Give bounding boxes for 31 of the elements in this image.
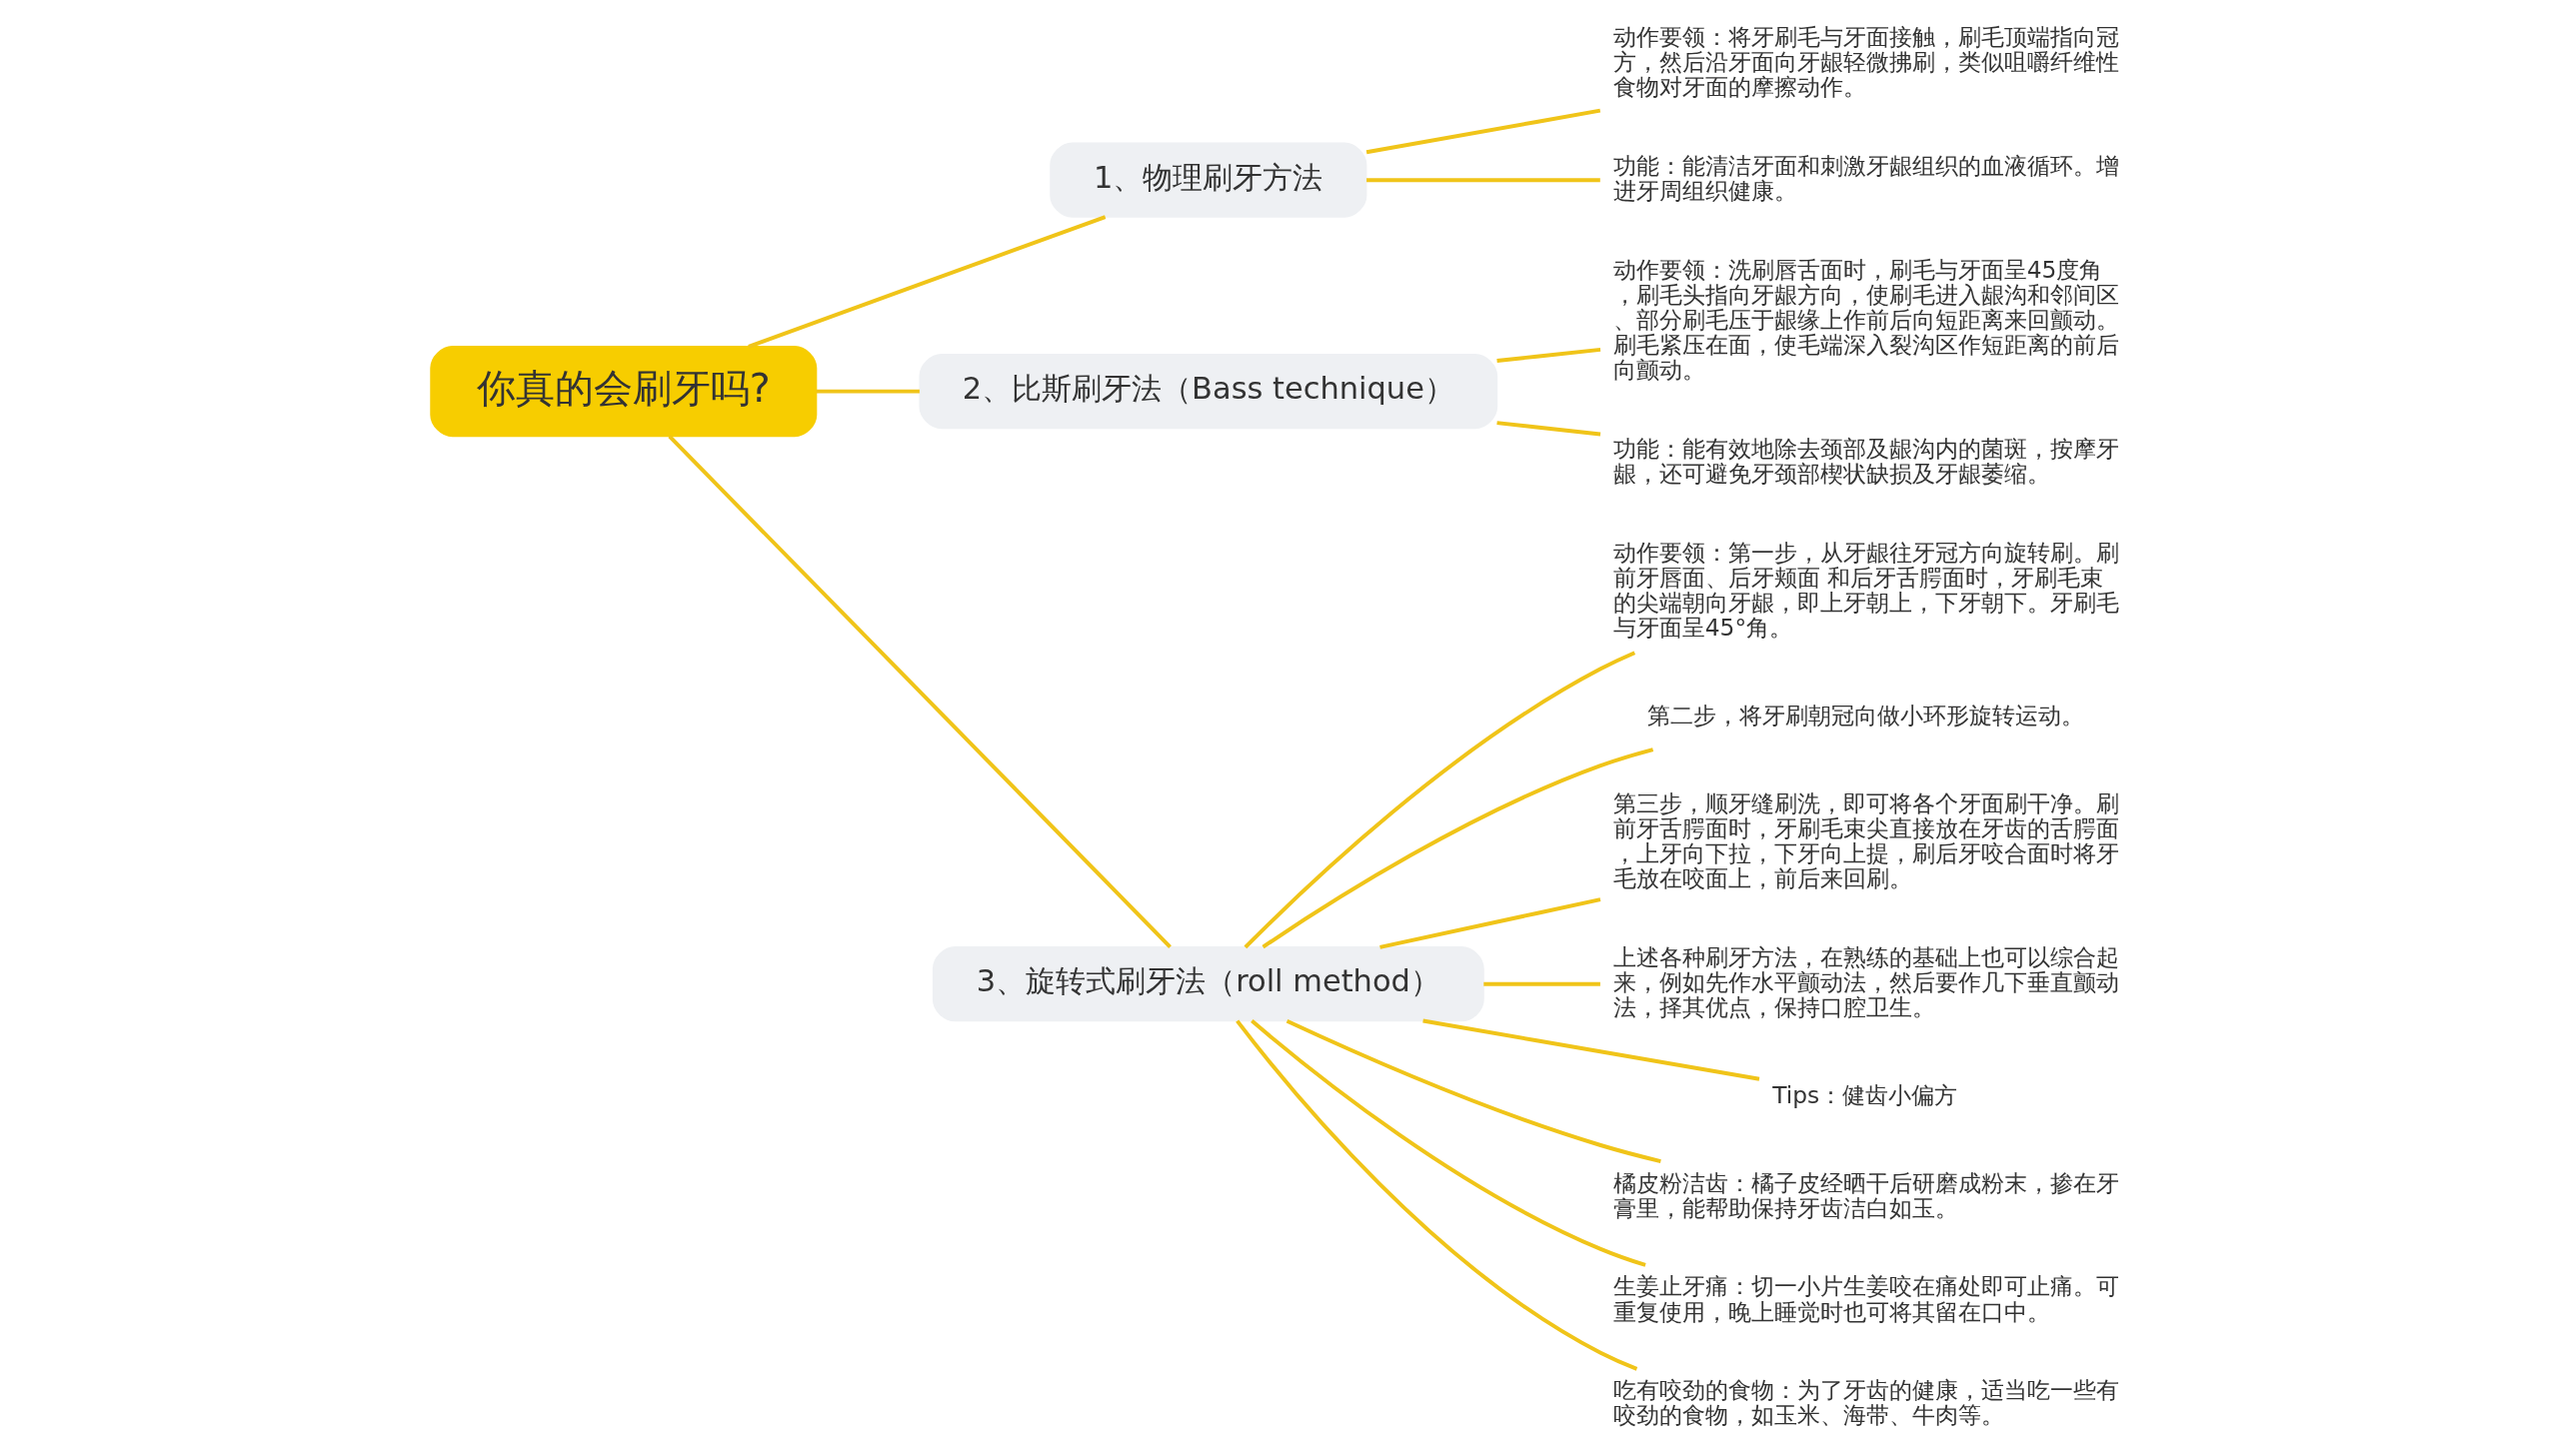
- node-text: 动作要领：第一步，从牙龈往牙冠方向旋转刷。刷前牙唇面、后牙颊面 和后牙舌腭面时，牙刷毛束的尖端朝向牙龈，即上牙朝上，下牙朝下。牙刷毛与牙面呈45°角。: [1612, 538, 2119, 642]
- node-text: 功能：能清洁牙面和刺激牙龈组织的血液循环。增进牙周组织健康。: [1612, 151, 2119, 204]
- node-text: 动作要领：洗刷唇舌面时，刷毛与牙面呈45度角，刷毛头指向牙龈方向，使刷毛进入龈沟和邻间区、部分刷毛压于龈缘上作前后向短距离来回颤动。刷毛紧压在面，使毛端深入裂沟区作短距离的前后向颤动。: [1612, 255, 2119, 384]
- connector: [1243, 651, 1635, 949]
- connector: [747, 215, 1106, 349]
- connector: [1421, 1018, 1759, 1081]
- connector: [1365, 178, 1600, 183]
- connector: [1285, 1019, 1661, 1163]
- connector: [1365, 108, 1600, 155]
- connector: [1495, 347, 1600, 363]
- connector: [1235, 1019, 1637, 1371]
- node-text: 生姜止牙痛：切一小片生姜咬在痛处即可止痛。可重复使用，晚上睡觉时也可将其留在口中。: [1612, 1272, 2119, 1325]
- connector: [1261, 747, 1653, 949]
- node-text: 第三步，顺牙缝刷洗，即可将各个牙面刷干净。刷前牙舌腭面时，牙刷毛束尖直接放在牙齿的舌腭面，上牙向下拉，下牙向上提，刷后牙咬合面时将牙毛放在咬面上，前后来回刷。: [1612, 788, 2119, 891]
- node-box: 2、比斯刷牙法（Bass technique）: [918, 354, 1497, 430]
- node-box: 1、物理刷牙方法: [1049, 142, 1366, 218]
- node-text: 动作要领：将牙刷毛与牙面接触，刷毛顶端指向冠方，然后沿牙面向牙龈轻微拂刷，类似咀嚼纤维性食物对牙面的摩擦动作。: [1612, 22, 2119, 100]
- connector: [816, 389, 920, 394]
- node-box: 3、旋转式刷牙法（roll method）: [932, 946, 1484, 1022]
- connector: [1250, 1019, 1646, 1267]
- connector: [1495, 421, 1600, 437]
- connector: [1378, 897, 1600, 949]
- node-text: 上述各种刷牙方法，在熟练的基础上也可以综合起来，例如先作水平颤动法，然后要作几下垂直颤动法，择其优点，保持口腔卫生。: [1612, 942, 2119, 1020]
- node-text: 功能：能有效地除去颈部及龈沟内的菌斑，按摩牙龈，还可避免牙颈部楔状缺损及牙龈萎缩。: [1612, 434, 2119, 487]
- node-text: Tips：健齿小偏方: [1771, 1080, 1957, 1108]
- node-box: 你真的会刷牙吗?: [429, 345, 817, 438]
- connector: [1482, 981, 1600, 986]
- connector: [667, 435, 1172, 948]
- node-text: 橘皮粉洁齿：橘子皮经晒干后研磨成粉末，掺在牙膏里，能帮助保持牙齿洁白如玉。: [1612, 1168, 2119, 1221]
- node-text: 第二步，将牙刷朝冠向做小环形旋转运动。: [1646, 701, 2084, 728]
- node-text: 吃有咬劲的食物：为了牙齿的健康，适当吃一些有咬劲的食物，如玉米、海带、牛肉等。: [1612, 1376, 2119, 1429]
